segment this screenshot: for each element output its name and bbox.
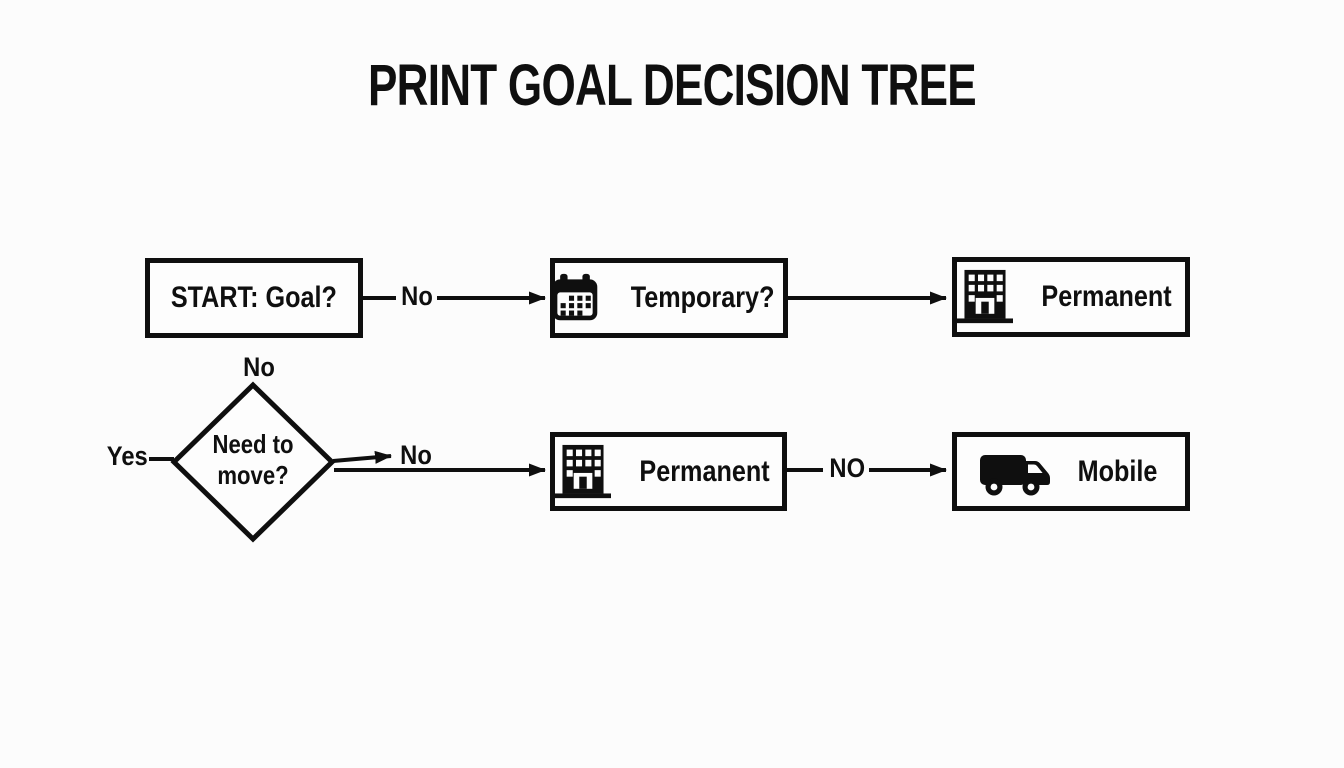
page-title: PRINT GOAL DECISION TREE [0,52,1344,119]
mobile-label: Mobile [1077,454,1157,488]
start-goal-label: START: Goal? [170,281,338,314]
calendar-icon [553,273,598,321]
temporary-label: Temporary? [631,281,775,314]
node-temporary: Temporary? [550,258,788,338]
edge-label-decision-right-no: No [400,440,432,470]
permanent-bottom-label: Permanent [639,454,770,488]
edge-label-start-no: No [401,281,433,311]
edge-decision-right-short [332,450,392,464]
decision-diamond [170,381,336,543]
edge-label-permanent-no: NO [829,453,866,483]
building-icon [554,444,611,498]
page-title-text: PRINT GOAL DECISION TREE [368,53,977,118]
truck-icon [979,454,1050,495]
edge-label-decision-yes: Yes [106,441,148,471]
permanent-top-label: Permanent [1041,280,1173,313]
node-mobile: Mobile [952,432,1190,511]
node-permanent-bottom: Permanent [550,432,787,511]
node-start-goal: START: Goal? [145,258,363,338]
building-icon [957,269,1014,324]
decision-label: Need to move? [212,429,294,491]
node-permanent-top: Permanent [952,257,1190,337]
edge-label-decision-top-no: No [243,352,275,382]
